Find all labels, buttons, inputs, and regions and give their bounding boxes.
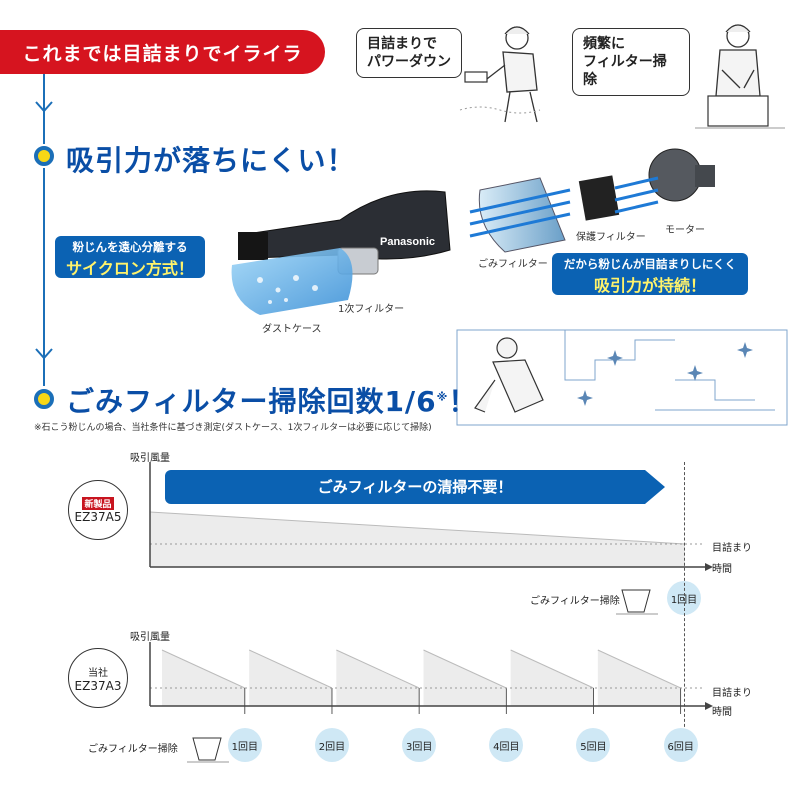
label-motor: モーター: [665, 225, 705, 236]
chart2-badge: 当社: [88, 667, 108, 679]
worker-drilling-illustration: [459, 26, 541, 123]
chart2-cycle-area: [510, 650, 594, 706]
chart1-banner: ごみフィルターの清掃不要！: [165, 470, 665, 504]
before-title: これまでは目詰まりでイライラ: [22, 42, 303, 65]
worker-on-site-illustration: [456, 329, 788, 426]
bullet-dot-icon: [34, 146, 54, 166]
chart1-plot: [149, 462, 713, 571]
flow-line-1: [43, 74, 45, 144]
down-arrow-icon: [35, 101, 53, 113]
section1-title: 吸引力が落ちにくい！: [66, 144, 356, 177]
suction-callout: だから粉じんが目詰まりしにくく 吸引力が持続！: [552, 253, 748, 295]
chart1-ylabel: 吸引風量: [130, 453, 170, 464]
chart1-cleaning-label: ごみフィルター掃除: [530, 596, 620, 607]
chart2-cycle-line: [161, 649, 246, 689]
chart2-cleaning-4: 4回目: [489, 728, 524, 762]
section2-footnote: ※石こう粉じんの場合、当社条件に基づき測定(ダストケース、1次フィルターは必要に…: [34, 423, 432, 433]
chart2-xlabel: 時間: [712, 707, 732, 718]
chart2-cycle-area: [162, 650, 245, 706]
chart2-cleaning-5: 5回目: [576, 728, 611, 762]
filter-cleaning-icon: [616, 589, 658, 615]
speech-bubble-cleaning: 頻繁に フィルター掃除: [572, 28, 690, 96]
cyclone-callout-line1: 粉じんを遠心分離する: [72, 240, 188, 254]
chart2-cleaning-2: 2回目: [314, 728, 349, 762]
chart1-threshold-label: 目詰まり: [712, 543, 752, 554]
chart2-cycle-line: [336, 649, 420, 689]
chart2-model: EZ37A3: [74, 678, 122, 693]
motor: [648, 148, 702, 202]
chart2-cycle-line: [423, 649, 507, 689]
chart2-x-arrow: [705, 702, 713, 710]
label-primary-filter: 1次フィルター: [338, 304, 405, 315]
chart2-cleaning-6: 6回目: [663, 728, 698, 762]
brand-logo: Panasonic: [380, 236, 435, 248]
suction-callout-line1: だから粉じんが目詰まりしにくく: [563, 257, 737, 271]
section2-exclaim: ！: [448, 385, 478, 418]
chart1-model: EZ37A5: [74, 509, 122, 524]
chart2-cycle-area: [597, 650, 681, 706]
chart2-cycle-area: [336, 650, 420, 706]
down-arrow-icon: [35, 348, 53, 360]
chart2-plot: [149, 642, 713, 714]
chart1-model-badge: 新製品 EZ37A5: [68, 480, 128, 540]
label-protect-filter: 保護フィルター: [576, 232, 646, 243]
protective-filter: [578, 175, 620, 221]
chart2-model-badge: 当社 EZ37A3: [68, 648, 128, 708]
chart1-area: [150, 512, 685, 567]
filter-cleaning-icon: [187, 737, 229, 763]
chart2-threshold-label: 目詰まり: [712, 688, 752, 699]
product-exploded-diagram: Panasonic: [231, 148, 715, 315]
chart2-cycle-area: [249, 650, 332, 706]
speech-bubble-clogged: 目詰まりで パワーダウン: [356, 28, 462, 78]
cyclone-callout-line2: サイクロン方式！: [66, 259, 194, 278]
chart2-cleaning-label: ごみフィルター掃除: [88, 744, 178, 755]
chart1-line: [149, 511, 686, 545]
chart2-cycle-line: [248, 649, 333, 689]
flow-line-2: [43, 168, 45, 386]
label-dust-filter: ごみフィルター: [478, 259, 548, 270]
section2-heading: ごみフィルター掃除回数1/6※！: [66, 380, 477, 420]
before-title-banner: これまでは目詰まりでイライラ: [0, 30, 325, 74]
bullet-dot-icon: [34, 389, 54, 409]
section2-mark: ※: [436, 390, 449, 404]
suction-callout-line2: 吸引力が持続！: [593, 276, 706, 295]
chart2-cycle-line: [597, 649, 681, 689]
chart2-ylabel: 吸引風量: [130, 632, 170, 643]
chart2-cycle-line: [510, 649, 594, 689]
chart1-badge: 新製品: [82, 496, 114, 510]
chart2-cycle-area: [423, 650, 507, 706]
dust-case: [231, 248, 353, 315]
chart2-cleaning-3: 3回目: [402, 728, 437, 762]
label-dustcase: ダストケース: [262, 324, 322, 335]
section2-title: ごみフィルター掃除回数1/6: [66, 385, 437, 418]
dust-filter: [478, 177, 566, 253]
airflow-arrows: [469, 176, 659, 238]
worker-cleaning-illustration: [695, 24, 785, 129]
nozzle-brush: [238, 232, 268, 260]
cyclone-callout: 粉じんを遠心分離する サイクロン方式！: [55, 236, 205, 278]
end-time-guide: [684, 462, 685, 742]
chart1-x-arrow: [705, 563, 713, 571]
chart2-cleaning-1: 1回目: [227, 728, 262, 762]
chart1-xlabel: 時間: [712, 564, 732, 575]
